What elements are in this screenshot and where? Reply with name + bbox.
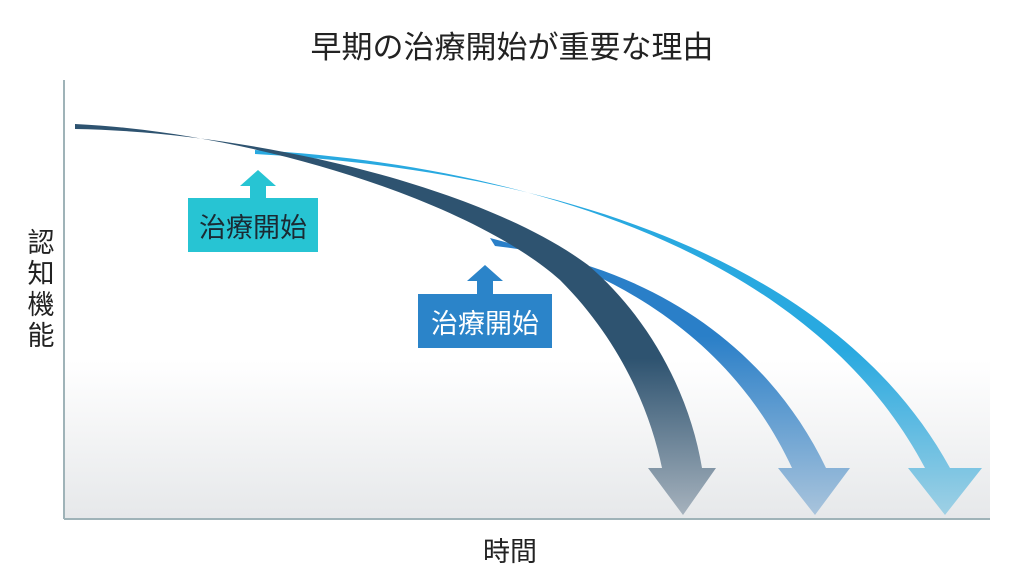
diagram-title: 早期の治療開始が重要な理由 [310,30,714,66]
y-axis-label: 認知機能 [27,228,55,352]
late-start-up-arrow-icon [467,265,503,294]
late-treatment-start-label: 治療開始 [418,294,552,348]
x-axis-label: 時間 [483,537,537,568]
early-treatment-start-label: 治療開始 [188,198,318,252]
late-treatment-arrow [490,238,850,515]
plot-background [65,360,990,518]
early-start-up-arrow-icon [240,170,276,198]
